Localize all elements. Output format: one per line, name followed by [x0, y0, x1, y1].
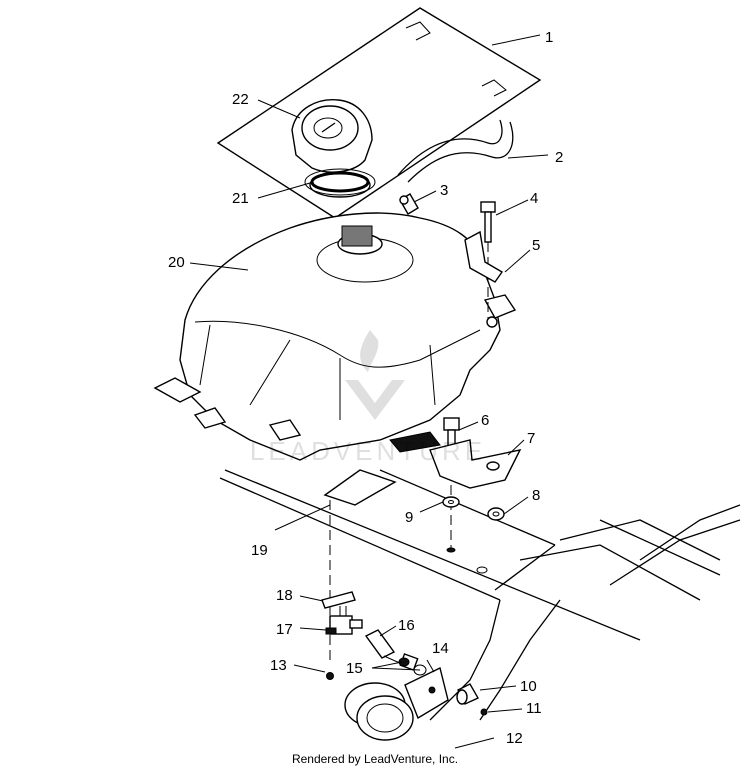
leadventure-watermark: LEADVENTURE	[250, 330, 486, 466]
callout-6: 6	[481, 412, 489, 429]
watermark-text: LEADVENTURE	[250, 436, 486, 466]
callout-18: 18	[276, 587, 293, 604]
tank-pad	[323, 469, 397, 660]
bolt-top	[480, 201, 496, 320]
callout-17: 17	[276, 621, 293, 638]
callout-22: 22	[232, 91, 249, 108]
callout-16: 16	[398, 617, 415, 634]
carburetor-body	[344, 682, 414, 741]
callout-9: 9	[405, 509, 413, 526]
callout-20: 20	[168, 254, 185, 271]
bracket-screw	[480, 708, 488, 716]
heat-shield-pad	[216, 7, 542, 219]
callout-19: 19	[251, 542, 268, 559]
render-credit: Rendered by LeadVenture, Inc.	[291, 752, 459, 766]
fuel-tank	[153, 212, 517, 461]
gas-cap	[291, 99, 373, 198]
callout-2: 2	[555, 149, 563, 166]
callout-13: 13	[270, 657, 287, 674]
mount-bracket-upper	[464, 230, 504, 283]
mount-bracket-lower	[429, 439, 522, 489]
valve-screw	[326, 672, 334, 680]
tank-strap	[389, 431, 441, 453]
choke-knob	[456, 683, 479, 705]
callout-10: 10	[520, 678, 537, 695]
callout-14: 14	[432, 640, 449, 657]
hose-fitting	[399, 193, 419, 215]
frame-rails	[219, 469, 741, 721]
vent-hose	[397, 119, 514, 183]
callout-5: 5	[532, 237, 540, 254]
callout-15: 15	[346, 660, 363, 677]
callout-1: 1	[545, 29, 553, 46]
valve-plate	[321, 591, 356, 609]
callout-11: 11	[526, 700, 542, 717]
choke-bracket	[404, 666, 449, 720]
washer	[442, 496, 460, 508]
cap-gasket	[304, 168, 376, 196]
leader-lines	[189, 34, 549, 749]
callout-3: 3	[440, 182, 448, 199]
callout-4: 4	[530, 190, 538, 207]
callout-8: 8	[532, 487, 540, 504]
callout-12: 12	[506, 730, 523, 747]
frame-hole	[446, 547, 456, 553]
frame-hole-2	[476, 566, 488, 574]
fuel-valve	[325, 606, 363, 635]
callout-7: 7	[527, 430, 535, 447]
callout-labels: 1 2 3 4 5 6 7 8 9 10 11 12 13 14 15 16 1…	[168, 29, 563, 747]
lock-nut	[487, 507, 505, 521]
callout-21: 21	[232, 190, 249, 207]
